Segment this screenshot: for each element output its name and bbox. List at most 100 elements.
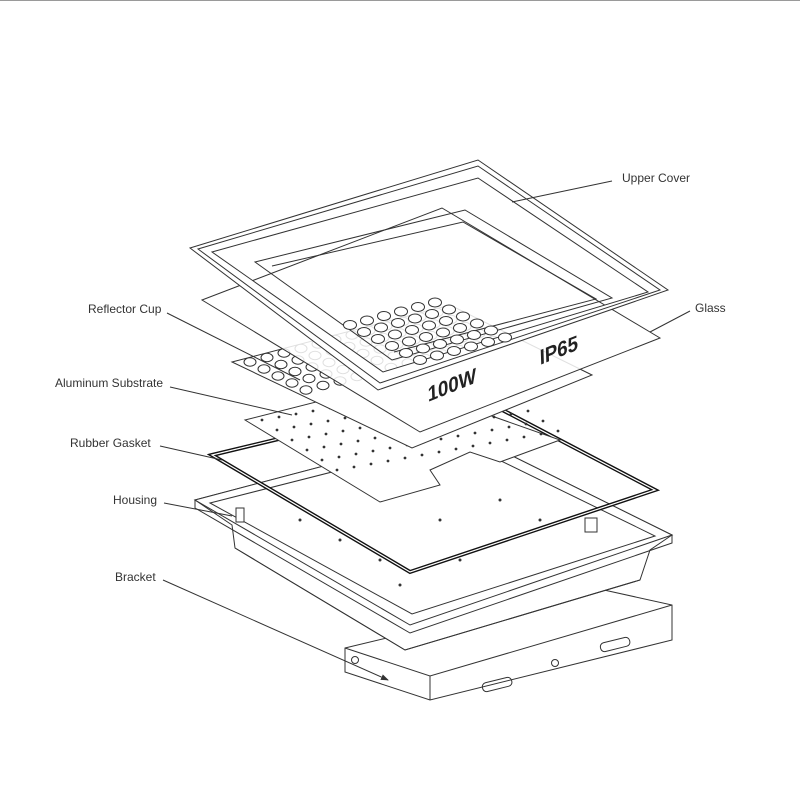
substrate-hole-icon [386, 459, 390, 463]
led-cup-icon [357, 326, 371, 338]
led-cup-icon [399, 347, 413, 359]
led-cup-icon [385, 340, 399, 352]
substrate-hole-icon [492, 415, 496, 419]
substrate-hole-icon [454, 447, 458, 451]
substrate-hole-icon [335, 468, 339, 472]
substrate-hole-icon [505, 438, 509, 442]
led-cup-icon [343, 319, 357, 331]
substrate-hole-icon [358, 426, 362, 430]
substrate-hole-icon [420, 453, 424, 457]
led-cup-icon [360, 315, 374, 326]
led-cup-icon [422, 320, 436, 331]
substrate-hole-icon [522, 435, 526, 439]
substrate-hole-icon [292, 425, 296, 429]
label-glass: Glass [695, 301, 726, 315]
substrate-hole-icon [371, 449, 375, 453]
led-cup-icon [288, 366, 302, 377]
substrate-hole-icon [343, 416, 347, 420]
led-cup-icon [302, 373, 316, 384]
led-cup-icon [391, 317, 405, 329]
led-cup-icon [498, 332, 512, 343]
led-cup-icon [371, 333, 385, 345]
bracket-part [344, 587, 673, 701]
substrate-hole-icon [311, 409, 315, 413]
substrate-hole-icon [352, 465, 356, 469]
substrate-hole-icon [337, 455, 341, 459]
led-cup-icon [413, 354, 427, 366]
substrate-hole-icon [403, 456, 407, 460]
led-cup-icon [419, 331, 433, 343]
led-cup-icon [316, 380, 330, 391]
substrate-hole-icon [275, 428, 279, 432]
upper-cover-part [188, 159, 670, 391]
led-cup-icon [411, 301, 425, 313]
led-cup-icon [470, 318, 484, 329]
led-cup-icon [408, 313, 422, 324]
led-cup-icon [416, 343, 430, 354]
substrate-hole-icon [473, 431, 477, 435]
led-cup-icon [442, 304, 456, 315]
substrate-hole-icon [356, 439, 360, 443]
leader-lines [159, 180, 691, 681]
led-cup-icon [450, 334, 464, 345]
substrate-hole-icon [354, 452, 358, 456]
led-cup-icon [271, 371, 285, 381]
substrate-hole-icon [439, 437, 443, 441]
substrate-hole-icon [541, 419, 545, 423]
substrate-hole-icon [369, 462, 373, 466]
led-cup-icon [243, 357, 257, 367]
substrate-hole-icon [556, 429, 560, 433]
substrate-hole-icon [373, 436, 377, 440]
substrate-hole-icon [294, 412, 298, 416]
led-cup-icon [453, 322, 467, 334]
substrate-hole-icon [524, 422, 528, 426]
substrate-hole-icon [290, 438, 294, 442]
led-cup-icon [377, 310, 391, 322]
led-cup-icon [257, 364, 271, 374]
substrate-hole-icon [471, 444, 475, 448]
glass-part: 100W IP65 [200, 207, 662, 433]
led-cup-icon [394, 306, 408, 317]
led-cup-icon [299, 385, 313, 395]
substrate-hole-icon [456, 434, 460, 438]
substrate-hole-icon [509, 412, 513, 416]
substrate-hole-icon [388, 446, 392, 450]
substrate-hole-icon [307, 435, 311, 439]
label-bracket: Bracket [115, 570, 156, 584]
led-cup-icon [388, 329, 402, 340]
substrate-hole-icon [324, 432, 328, 436]
substrate-hole-icon [507, 425, 511, 429]
led-cup-icon [481, 336, 495, 348]
housing-part [193, 429, 674, 651]
substrate-hole-icon [305, 448, 309, 452]
led-cup-icon [405, 324, 419, 336]
led-cup-icon [467, 329, 481, 341]
substrate-hole-icon [341, 429, 345, 433]
substrate-hole-icon [322, 445, 326, 449]
substrate-hole-icon [277, 415, 281, 419]
led-cup-icon [464, 341, 478, 352]
substrate-hole-icon [320, 458, 324, 462]
led-cup-icon [447, 345, 461, 357]
label-rubber-gasket: Rubber Gasket [70, 436, 151, 450]
substrate-hole-icon [526, 409, 530, 413]
substrate-hole-icon [490, 428, 494, 432]
led-cup-icon [274, 359, 288, 370]
led-cup-icon [260, 352, 274, 363]
led-cup-icon [428, 297, 442, 308]
label-upper-cover: Upper Cover [622, 171, 690, 185]
led-cup-icon [425, 308, 439, 320]
top-border [0, 0, 800, 1]
substrate-hole-icon [488, 441, 492, 445]
led-cup-icon [433, 338, 447, 350]
substrate-hole-icon [539, 432, 543, 436]
label-aluminum-substrate: Aluminum Substrate [55, 376, 163, 390]
led-cup-icon [436, 327, 450, 338]
substrate-hole-icon [260, 418, 264, 422]
substrate-hole-icon [326, 419, 330, 423]
substrate-hole-icon [309, 422, 313, 426]
led-cup-icon [402, 336, 416, 347]
led-cup-icon [430, 350, 444, 361]
led-cup-icon [439, 315, 453, 327]
